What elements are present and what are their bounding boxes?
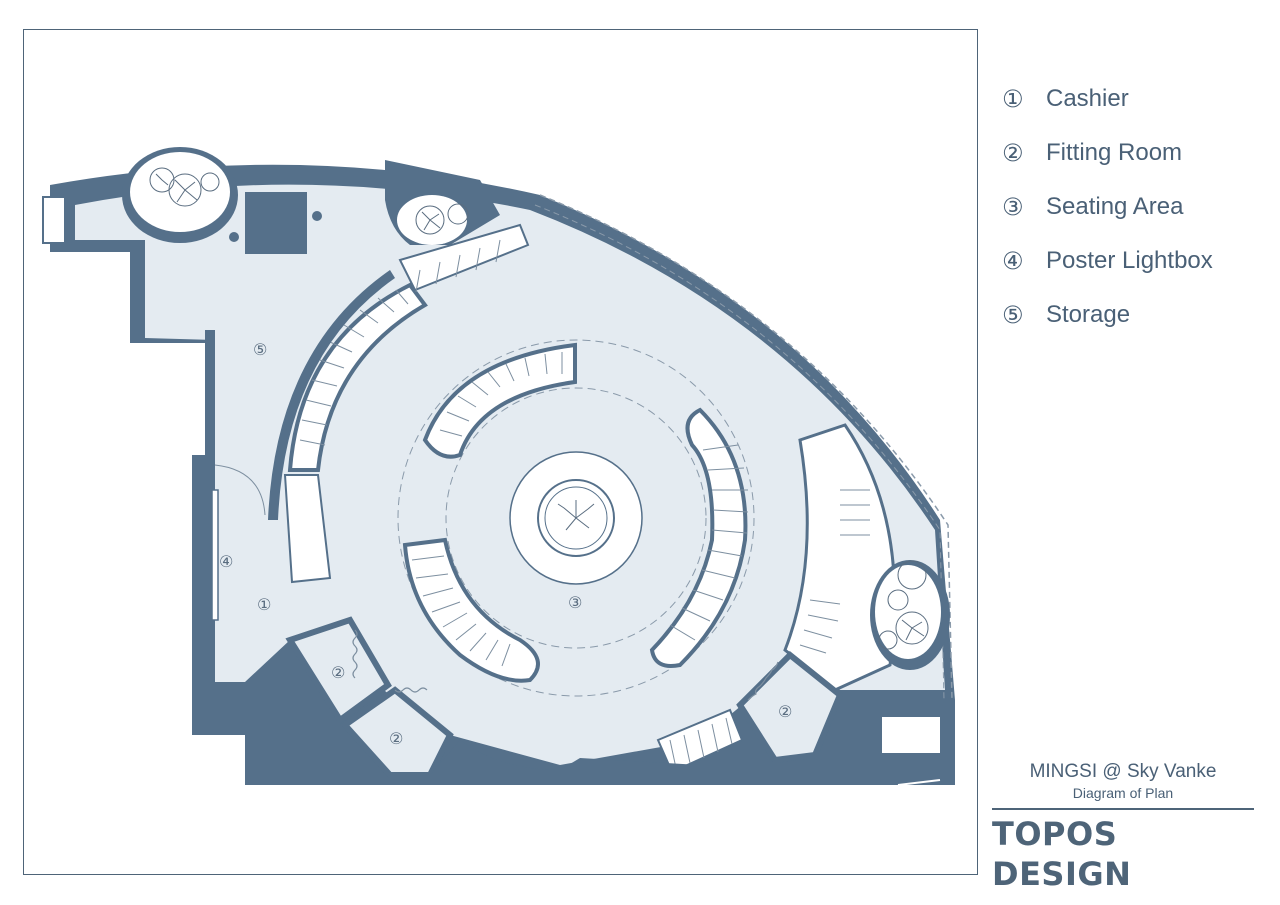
legend-number: ⑤ bbox=[1002, 301, 1024, 329]
inner-shelf-right bbox=[649, 407, 748, 668]
legend-label: Poster Lightbox bbox=[1046, 247, 1213, 274]
planter-top-middle-bed bbox=[397, 195, 467, 245]
legend-item-seating-area: ③ Seating Area bbox=[1002, 180, 1272, 234]
entry-door-left bbox=[42, 196, 66, 244]
floor-plan: ⑤ ④ ① ③ ② ② ② bbox=[42, 147, 955, 786]
label-fitting-room-2: ② bbox=[389, 729, 403, 748]
door-swing bbox=[214, 464, 266, 516]
legend-number: ② bbox=[1002, 139, 1024, 167]
tree-icon bbox=[415, 203, 469, 235]
legend-label: Seating Area bbox=[1046, 193, 1184, 220]
label-fitting-room-3: ② bbox=[778, 702, 792, 721]
fitting-room-2 bbox=[340, 686, 454, 778]
facade-dashed-inner bbox=[534, 204, 945, 701]
tree-icon bbox=[878, 560, 929, 650]
fitting-room-1 bbox=[285, 616, 392, 725]
service-box bbox=[882, 717, 940, 753]
label-poster-lightbox: ④ bbox=[219, 552, 233, 571]
planter-top-left-bed bbox=[130, 152, 230, 232]
hanger-lines bbox=[439, 352, 563, 437]
hanger-lines bbox=[669, 444, 749, 641]
curtain-lines bbox=[352, 629, 779, 701]
brand-logo: TOPOS DESIGN bbox=[992, 815, 1132, 893]
legend-label: Storage bbox=[1046, 301, 1131, 328]
legend-item-storage: ⑤ Storage bbox=[1002, 288, 1272, 342]
service-box-door bbox=[897, 779, 941, 786]
legend-number: ③ bbox=[1002, 193, 1024, 221]
label-fitting-room-1: ② bbox=[331, 663, 345, 682]
legend-number: ④ bbox=[1002, 247, 1024, 275]
column-square bbox=[245, 192, 307, 254]
hanger-lines bbox=[669, 717, 733, 769]
curved-display-left bbox=[283, 474, 332, 584]
seating-ring-inner bbox=[445, 387, 707, 649]
title-block: MINGSI @ Sky Vanke Diagram of Plan TOPOS… bbox=[992, 760, 1254, 894]
legend-label: Fitting Room bbox=[1046, 139, 1183, 166]
legend-item-fitting-room: ② Fitting Room bbox=[1002, 126, 1272, 180]
project-title: MINGSI @ Sky Vanke bbox=[1029, 761, 1217, 782]
wall-bottom bbox=[430, 740, 700, 785]
legend-item-poster-lightbox: ④ Poster Lightbox bbox=[1002, 234, 1272, 288]
label-cashier: ① bbox=[257, 595, 271, 614]
wall-segment-left bbox=[205, 330, 215, 455]
tree-icon bbox=[557, 500, 595, 531]
project-subtitle: Diagram of Plan bbox=[1072, 785, 1174, 801]
outer-shelf-arc bbox=[287, 282, 428, 472]
legend: ① Cashier ② Fitting Room ③ Seating Area … bbox=[1002, 72, 1272, 342]
hanger-lines bbox=[799, 489, 870, 654]
hanger-lines bbox=[299, 239, 501, 446]
outer-shelf-arc-top bbox=[398, 223, 530, 292]
label-storage: ⑤ bbox=[253, 340, 267, 359]
seating-ring-outer bbox=[397, 339, 755, 697]
main-floor bbox=[75, 184, 945, 765]
legend-item-cashier: ① Cashier bbox=[1002, 72, 1272, 126]
title-divider bbox=[992, 808, 1254, 810]
curved-display-right bbox=[783, 423, 897, 692]
legend-label: Cashier bbox=[1046, 85, 1129, 112]
poster-lightbox bbox=[211, 489, 219, 621]
column-dot-left bbox=[229, 232, 239, 242]
inner-shelf-top bbox=[422, 342, 577, 459]
label-seating-area: ③ bbox=[568, 593, 582, 612]
tree-icon bbox=[149, 167, 220, 207]
legend-number: ① bbox=[1002, 85, 1024, 113]
curved-wall-left bbox=[268, 270, 395, 520]
hanger-lines bbox=[411, 555, 511, 667]
facade-dashed-outer bbox=[539, 194, 953, 701]
column-dot-right bbox=[312, 211, 322, 221]
fitting-room-3 bbox=[736, 650, 844, 764]
